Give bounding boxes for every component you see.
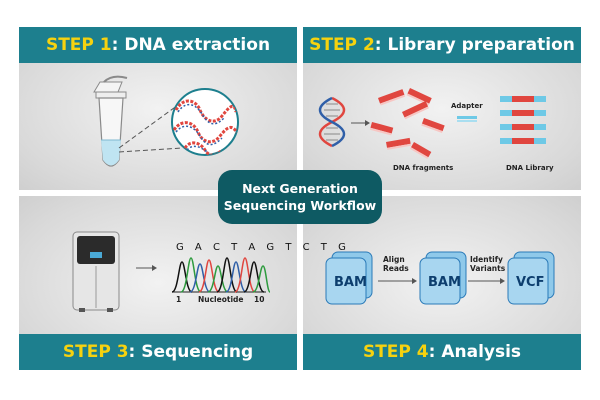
center-title-line2: Sequencing Workflow — [223, 198, 377, 213]
step4-number: STEP 4 — [362, 342, 429, 362]
file-stack-icon — [325, 251, 373, 305]
step3-number: STEP 3 — [62, 342, 129, 362]
file-stack-icon — [419, 251, 467, 305]
dna-fragments-label: DNA fragments — [393, 164, 453, 172]
step3-header: STEP 3: Sequencing — [19, 334, 297, 370]
dna-coil-icon — [171, 88, 239, 156]
test-tube-icon — [93, 75, 128, 167]
arrow2-line2: Variants — [470, 264, 506, 273]
file2-label: BAM — [428, 275, 461, 290]
file1-label: BAM — [334, 275, 367, 290]
arrow-icon — [136, 265, 157, 271]
step1-title: : DNA extraction — [111, 35, 271, 55]
center-title-line1: Next Generation — [242, 181, 358, 196]
dna-helix-icon — [318, 96, 346, 148]
sequencer-icon — [72, 231, 120, 312]
step2-header: STEP 2: Library preparation — [303, 27, 581, 63]
step4-title: : Analysis — [428, 342, 522, 362]
step2-number: STEP 2 — [309, 35, 375, 55]
arrow-icon — [378, 278, 417, 284]
axis-start: 1 — [176, 295, 181, 304]
adapter-icon — [457, 116, 477, 122]
axis-label: Nucleotide — [198, 295, 243, 304]
dna-library-icon — [500, 96, 546, 144]
file-stack-icon — [507, 251, 555, 305]
arrow1-line1: Align — [383, 255, 405, 264]
step1-number: STEP 1 — [45, 35, 112, 55]
base-sequence: G A C T A G T C T G — [176, 242, 350, 253]
arrow2-line1: Identify — [470, 255, 503, 264]
adapter-label: Adapter — [451, 102, 483, 110]
step2-title: : Library preparation — [374, 35, 575, 55]
file3-label: VCF — [516, 275, 544, 290]
dna-library-label: DNA Library — [506, 164, 554, 172]
step1-header: STEP 1: DNA extraction — [19, 27, 297, 63]
arrow1-line2: Reads — [383, 264, 409, 273]
chromatogram-icon — [171, 257, 271, 293]
step3-title: : Sequencing — [128, 342, 254, 362]
step4-header: STEP 4: Analysis — [303, 334, 581, 370]
zoom-line-bottom — [118, 147, 183, 153]
axis-end: 10 — [254, 295, 264, 304]
arrow-icon — [351, 120, 370, 126]
zoom-line-top — [118, 104, 179, 149]
center-title-box: Next Generation Sequencing Workflow — [218, 170, 382, 224]
arrow-icon — [468, 278, 505, 284]
dna-fragment-icon — [369, 88, 445, 159]
